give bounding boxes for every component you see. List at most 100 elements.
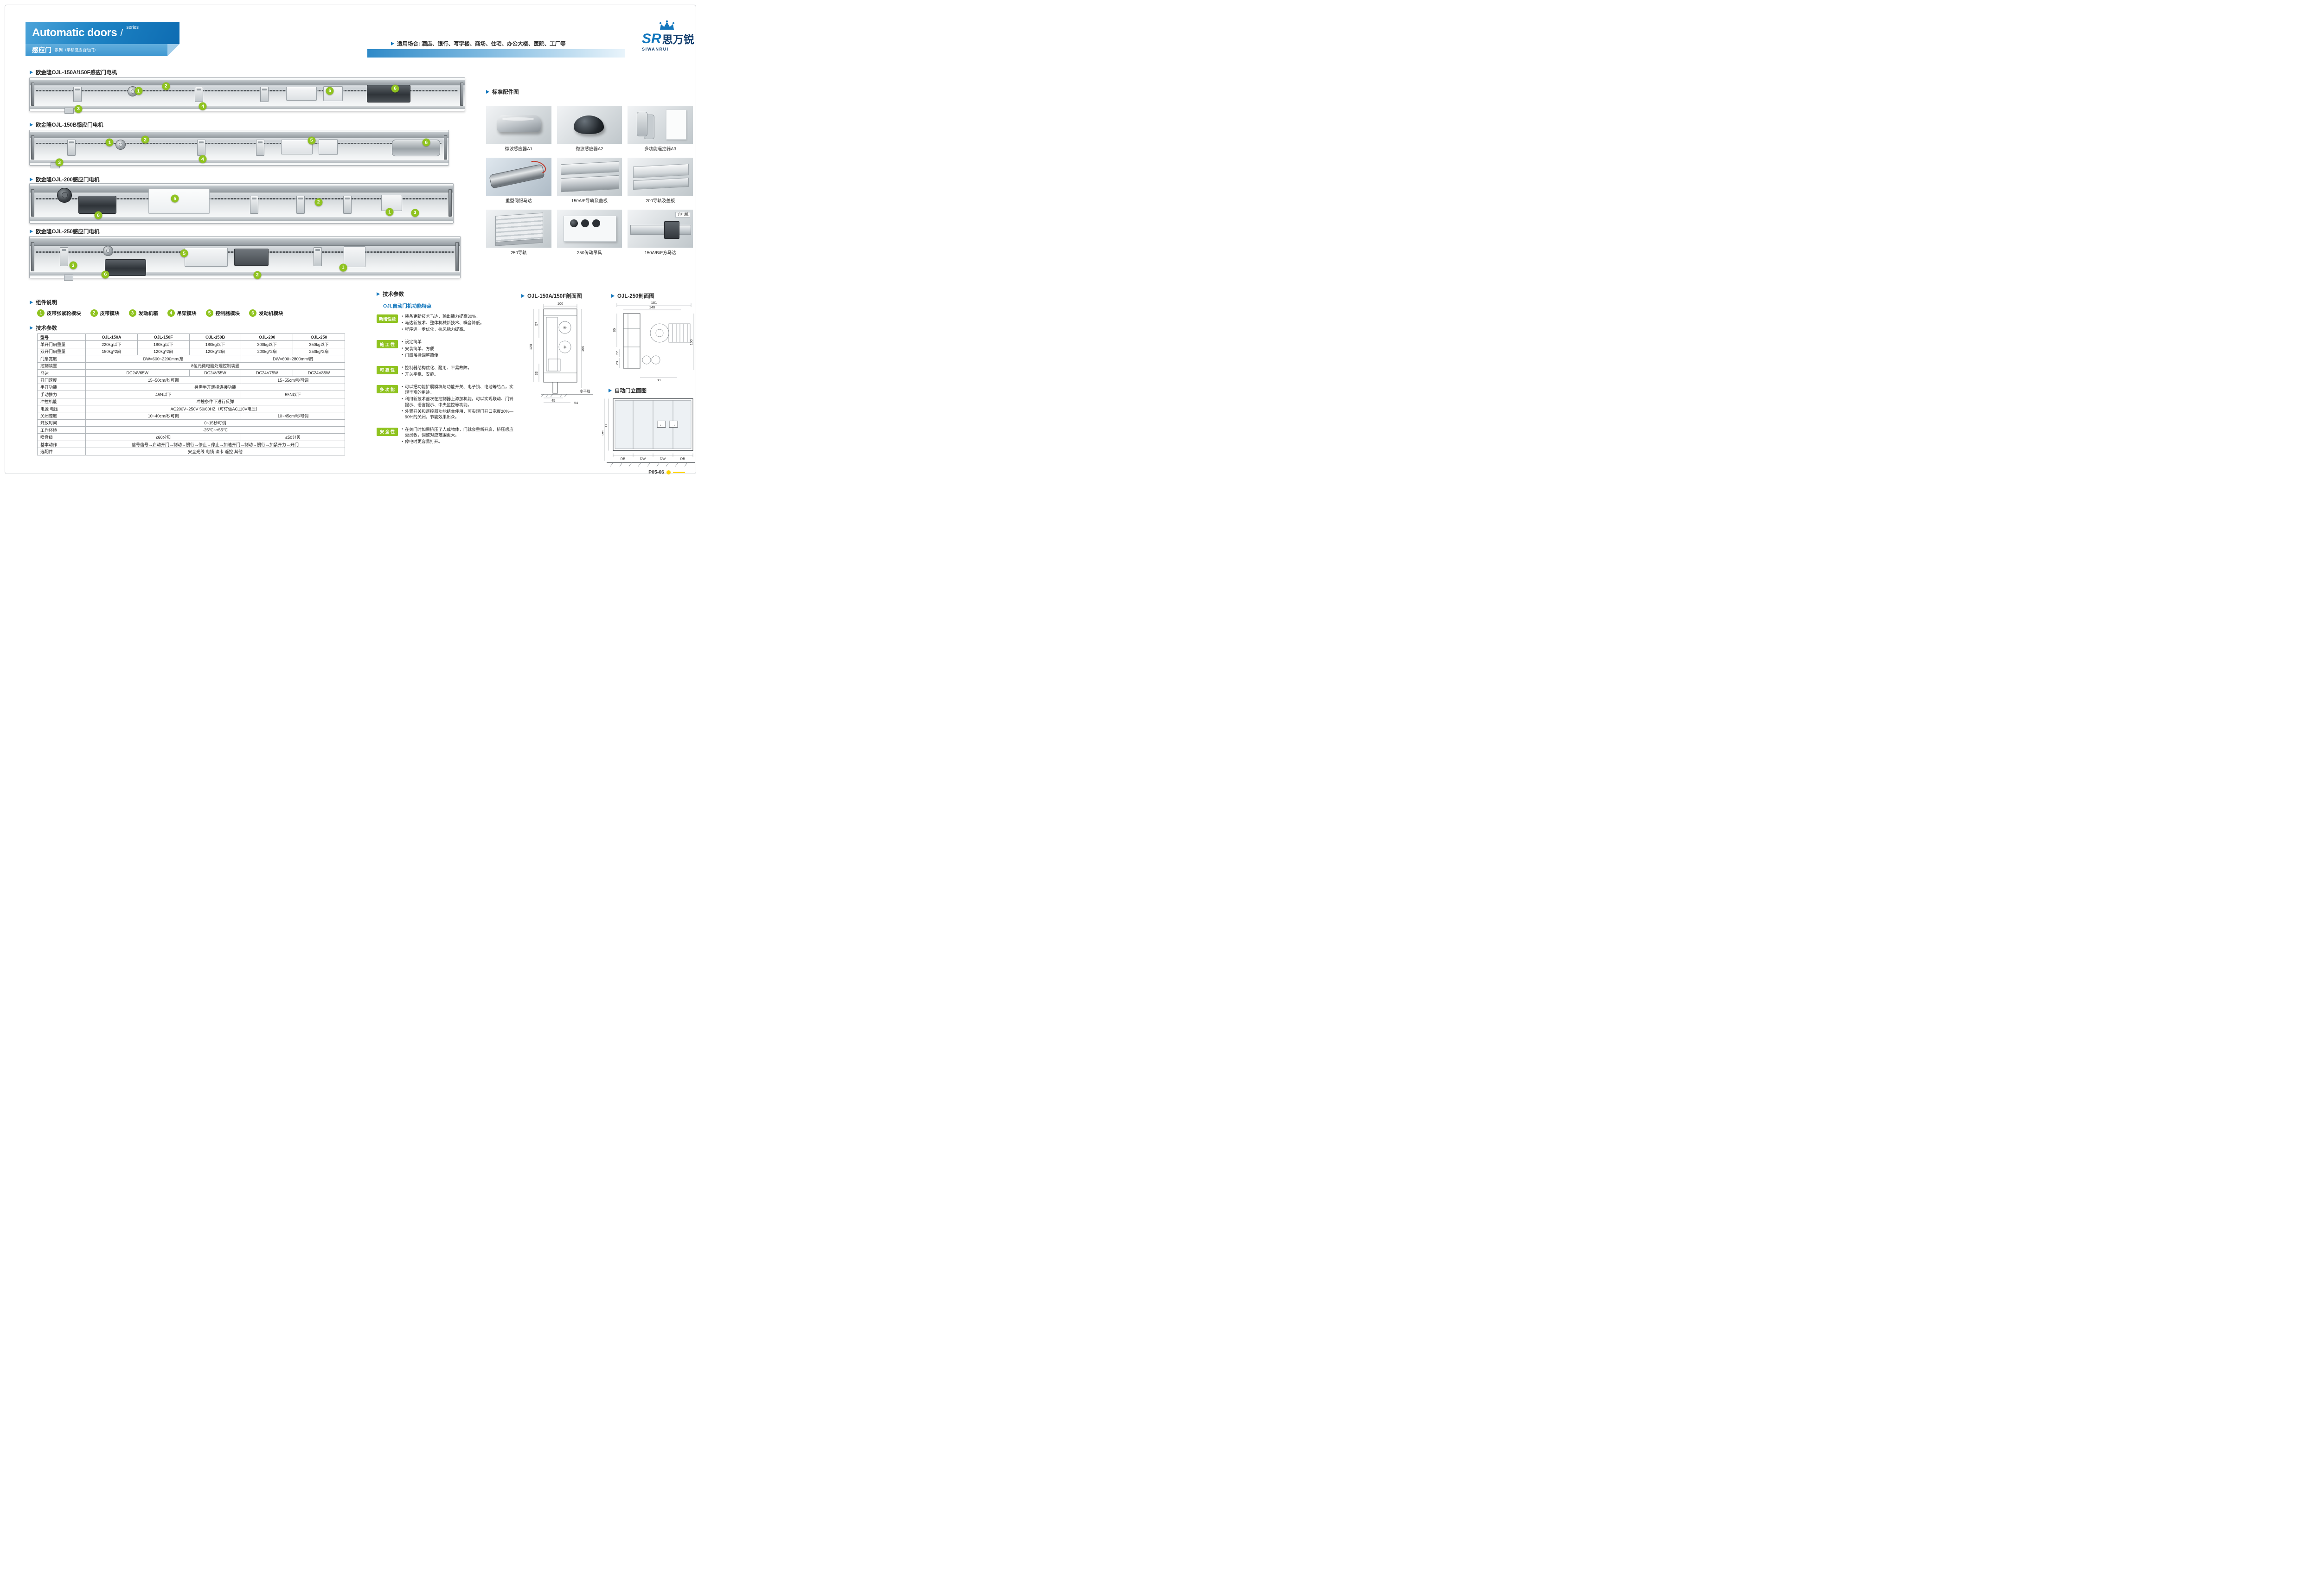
controller-part	[234, 248, 269, 266]
feature-bullet-list: ●装备更新技术马达，输出能力提高30%。●马达新技术、整体机械新技术、噪音降低。…	[402, 314, 516, 333]
accessory-photo-servo-motor	[486, 158, 551, 196]
spec-row: 选配件安全光线 电锁 读卡 遥控 其他	[37, 448, 345, 455]
module-callout-1: 1	[385, 208, 394, 216]
floor-guide-part	[64, 275, 74, 281]
feature-group: 施 工 性●设定简单●安装简单、方便●门扇吊挂调整简便	[377, 339, 516, 359]
controller-part	[286, 87, 317, 101]
hanger-part	[260, 87, 269, 102]
feature-bullet-list: ●可以把功能扩展模块与功能开关、电子锁、电池等结合，实现丰富的用途。●利用新技术…	[402, 384, 516, 421]
bullet-dot-icon: ●	[402, 327, 404, 331]
feature-text: 控制器结构优化、耐用、不易故障。	[405, 365, 472, 370]
accessory-shape	[486, 106, 551, 144]
controller-part	[344, 246, 365, 267]
motor-part	[366, 84, 410, 103]
dim-b4: DB	[680, 457, 685, 461]
dim-b2: DW	[640, 457, 646, 461]
module-callout-6: 6	[94, 211, 102, 219]
feature-tag-badge: 施 工 性	[377, 340, 398, 349]
pulley-part	[115, 140, 126, 150]
accessory-caption: 250导轨	[510, 250, 527, 256]
accessory-sensor-a1: 微波感应器A1	[486, 106, 551, 152]
elevation-diagram: ← → H DH DB DW DW DB	[602, 395, 698, 473]
feature-bullet: ●设定简单	[402, 339, 516, 345]
track-belt	[36, 143, 442, 144]
spec-header-label: 型号	[37, 333, 86, 341]
product-title-text: 欧金隆OJL-250感应门电机	[36, 229, 100, 235]
feature-bullet: ●停电时更容易打开。	[402, 439, 516, 444]
track-top-rail	[30, 238, 460, 246]
feature-tag-badge: 安 全 性	[377, 427, 398, 436]
track-top-rail	[30, 186, 453, 192]
spec-value: 350kg以下	[293, 340, 345, 348]
ground-hatch	[610, 462, 688, 467]
section-250-title-text: OJL-250剖面图	[617, 294, 654, 299]
features-column: 技术参数 OJL自动门机功能特点 新增性能●装备更新技术马达，输出能力提高30%…	[377, 290, 516, 451]
endcap-part	[31, 242, 34, 271]
hanger-part	[256, 140, 264, 156]
accessory-photo-rail-250	[486, 210, 551, 248]
arrow-right-icon	[30, 230, 33, 233]
accessory-photo-sensor-a1	[486, 106, 551, 144]
spec-value: 55N以下	[241, 391, 345, 398]
spec-model-OJL-150F: OJL-150F	[137, 333, 190, 341]
section-150-title: OJL-150A/150F剖面图	[521, 292, 582, 300]
track-bottom-rail	[30, 106, 465, 109]
spec-value: DC24V85W	[293, 369, 345, 377]
feature-bullet-list: ●在关门时如果挤压了人或物体，门就会重新开启，挤压感应更灵敏，调整对应范围更大。…	[402, 427, 516, 445]
feature-bullet: ●利用新技术首次在控制器上添加机能，可以实现联动、门铃提示、语言提示、中央监控等…	[402, 396, 516, 407]
page-title: Automatic doors	[32, 26, 117, 39]
section-150-diagram: ✳ ✳ 100 128 57 33 160 水平线 45 54	[522, 301, 597, 406]
controller-part	[185, 248, 228, 267]
accessory-shape	[486, 210, 551, 248]
spec-value: 120kg*2扇	[137, 347, 190, 356]
module-callout-1: 1	[339, 263, 347, 272]
specs-section-title: 技术参数	[30, 324, 57, 332]
component-label: 控制器模块	[215, 310, 240, 316]
page-accent-line	[673, 471, 685, 473]
spec-value: 200kg*2扇	[241, 347, 294, 356]
dim-left-lower: 33	[534, 372, 538, 375]
bullet-dot-icon: ●	[402, 353, 404, 357]
accessory-rail-200: 200导轨及盖板	[628, 158, 693, 204]
product-title-text: 欧金隆OJL-150A/150F感应门电机	[36, 70, 117, 76]
track-bottom-rail	[30, 160, 448, 163]
accessory-photo-sensor-a2	[557, 106, 622, 144]
spec-value: 150kg*2扇	[85, 347, 138, 356]
bullet-dot-icon: ●	[402, 385, 404, 388]
spec-row-label: 噪音级	[37, 433, 86, 441]
accessory-rail-150: 150A/F导轨及盖板	[557, 158, 622, 204]
feature-text: 在关门时如果挤压了人或物体，门就会重新开启，挤压感应更灵敏，调整对应范围更大。	[405, 427, 514, 438]
arrow-right-icon	[30, 301, 33, 304]
module-callout-5: 5	[326, 87, 334, 95]
spec-row: 噪音级≤60分贝≤50分贝	[37, 433, 345, 441]
spec-value: ≤60分贝	[85, 433, 242, 441]
bullet-dot-icon: ●	[402, 372, 404, 376]
spec-row-label: 马达	[37, 369, 86, 377]
spec-row-label: 半开功能	[37, 383, 86, 391]
applications-line: 适用场合: 酒店、银行、写字楼、商场、住宅、办公大楼、医院、工厂等	[391, 40, 566, 47]
feature-text: 外置开关和遥控器功能结合使用，可实现门开口宽度20%—90%的关闭，节能效果出众…	[405, 409, 514, 419]
section-250-diagram: 181 140 86 22 28 160 80	[612, 301, 697, 386]
component-number-badge: 6	[249, 309, 256, 317]
component-label: 皮带张紧轮模块	[47, 310, 81, 316]
components-section-title: 组件说明	[30, 299, 57, 306]
accessory-caption: 微波感应器A2	[576, 147, 603, 152]
fastener-mark: ✳	[563, 326, 567, 331]
feature-bullet: ●程序进一步优化，抗风能力提高。	[402, 327, 516, 332]
page-number: P05-06	[648, 469, 664, 475]
bullet-dot-icon: ●	[402, 410, 404, 413]
bullet-dot-icon: ●	[402, 366, 404, 369]
dim-b1: DB	[621, 457, 625, 461]
controller-part	[319, 139, 338, 155]
feature-text: 马达新技术、整体机械新技术、噪音降低。	[405, 320, 485, 326]
